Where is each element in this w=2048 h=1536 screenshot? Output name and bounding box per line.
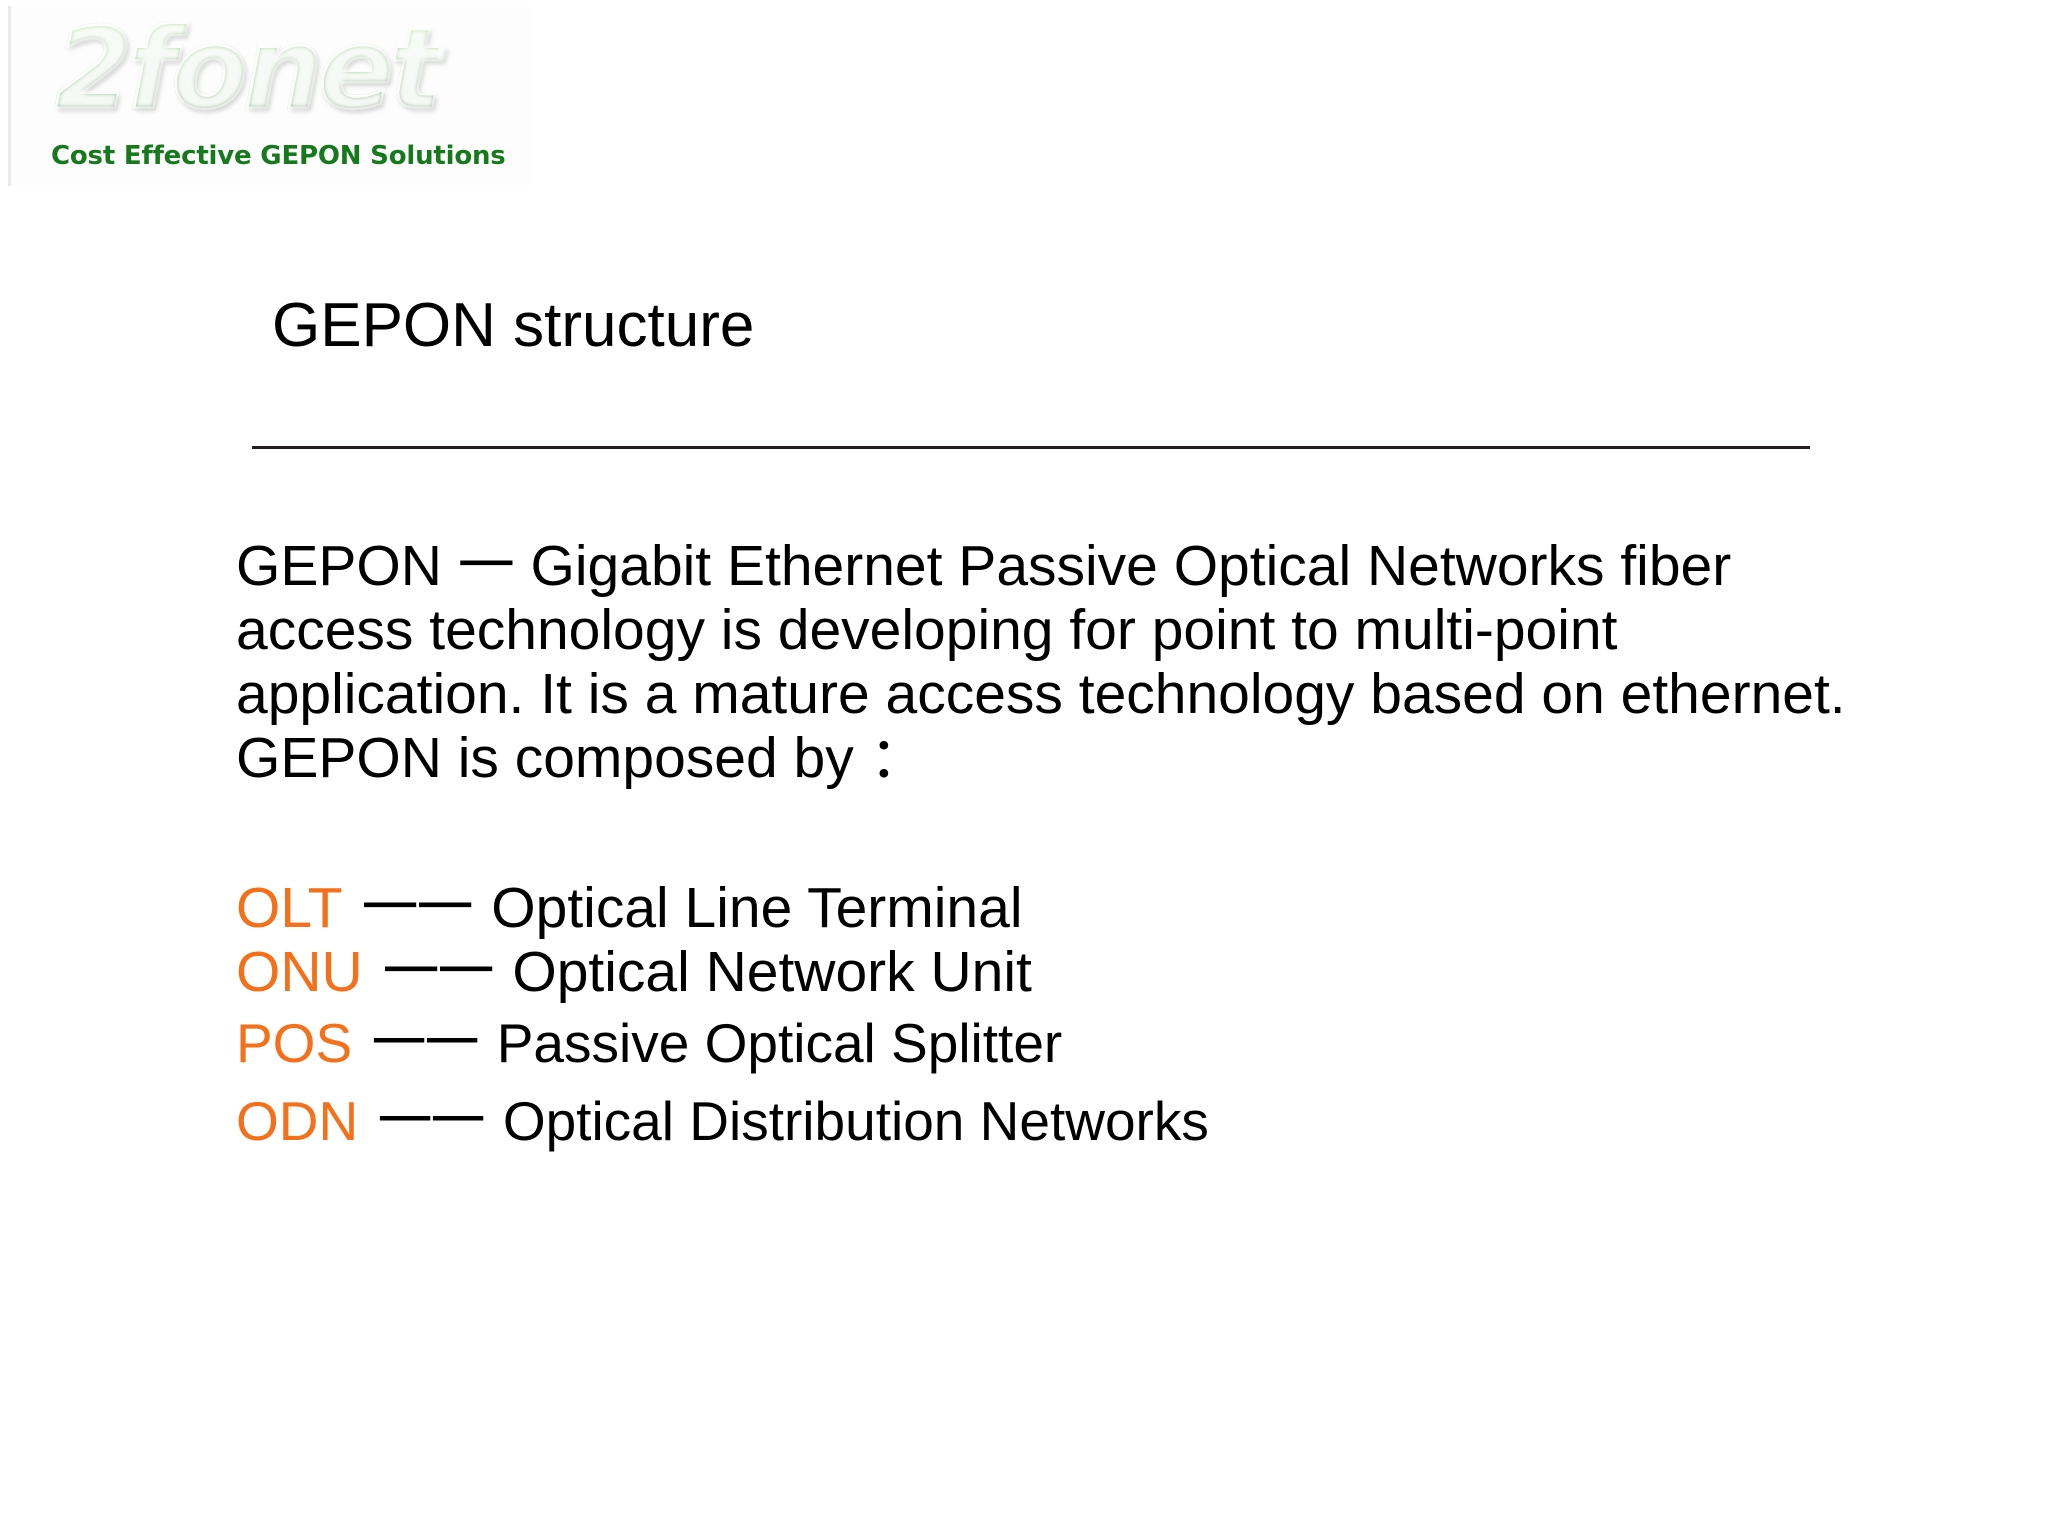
acronym-expansion-olt: Optical Line Terminal: [491, 876, 1023, 940]
acronym-expansion-pos: Passive Optical Splitter: [496, 1012, 1063, 1074]
brand-tagline-text: Cost Effective GEPON Solutions: [50, 140, 507, 172]
acronym-expansion-onu: Optical Network Unit: [512, 940, 1032, 1004]
acronym-separator-icon: 一一: [361, 875, 473, 941]
acronym-code-onu: ONU: [236, 940, 363, 1004]
acronym-row-olt: OLT 一一 Optical Line Terminal: [236, 876, 1936, 940]
page-title: GEPON structure: [272, 291, 755, 360]
acronym-code-odn: ODN: [236, 1090, 359, 1152]
acronym-row-onu: ONU 一一 Optical Network Unit: [236, 940, 1936, 1004]
brand-logo-inner: 2fonet Cost Effective GEPON Solutions: [11, 6, 532, 186]
acronym-separator-icon: 一一: [377, 1089, 486, 1153]
acronym-row-pos: POS 一一 Passive Optical Splitter: [236, 1004, 1936, 1082]
body-line-4: GEPON is composed by ：: [236, 726, 927, 790]
acronym-row-odn: ODN 一一 Optical Distribution Networks: [236, 1082, 1936, 1160]
body-paragraph: GEPON 一 Gigabit Ethernet Passive Optical…: [236, 534, 1896, 790]
body-line-1: GEPON 一 Gigabit Ethernet Passive Optical…: [236, 534, 1732, 598]
acronym-definition-list: OLT 一一 Optical Line Terminal ONU 一一 Opti…: [236, 876, 1936, 1160]
brand-wordmark-text: 2fonet: [54, 5, 445, 135]
acronym-separator-icon: 一一: [371, 1011, 479, 1075]
body-line-3: application. It is a mature access techn…: [236, 662, 1846, 726]
brand-logo: 2fonet Cost Effective GEPON Solutions: [8, 6, 532, 186]
acronym-separator-icon: 一一: [382, 939, 495, 1005]
acronym-code-olt: OLT: [236, 876, 342, 940]
body-line-2: access technology is developing for poin…: [236, 598, 1618, 662]
acronym-code-pos: POS: [236, 1012, 353, 1074]
acronym-expansion-odn: Optical Distribution Networks: [502, 1090, 1209, 1152]
title-divider-rule: [252, 446, 1810, 449]
